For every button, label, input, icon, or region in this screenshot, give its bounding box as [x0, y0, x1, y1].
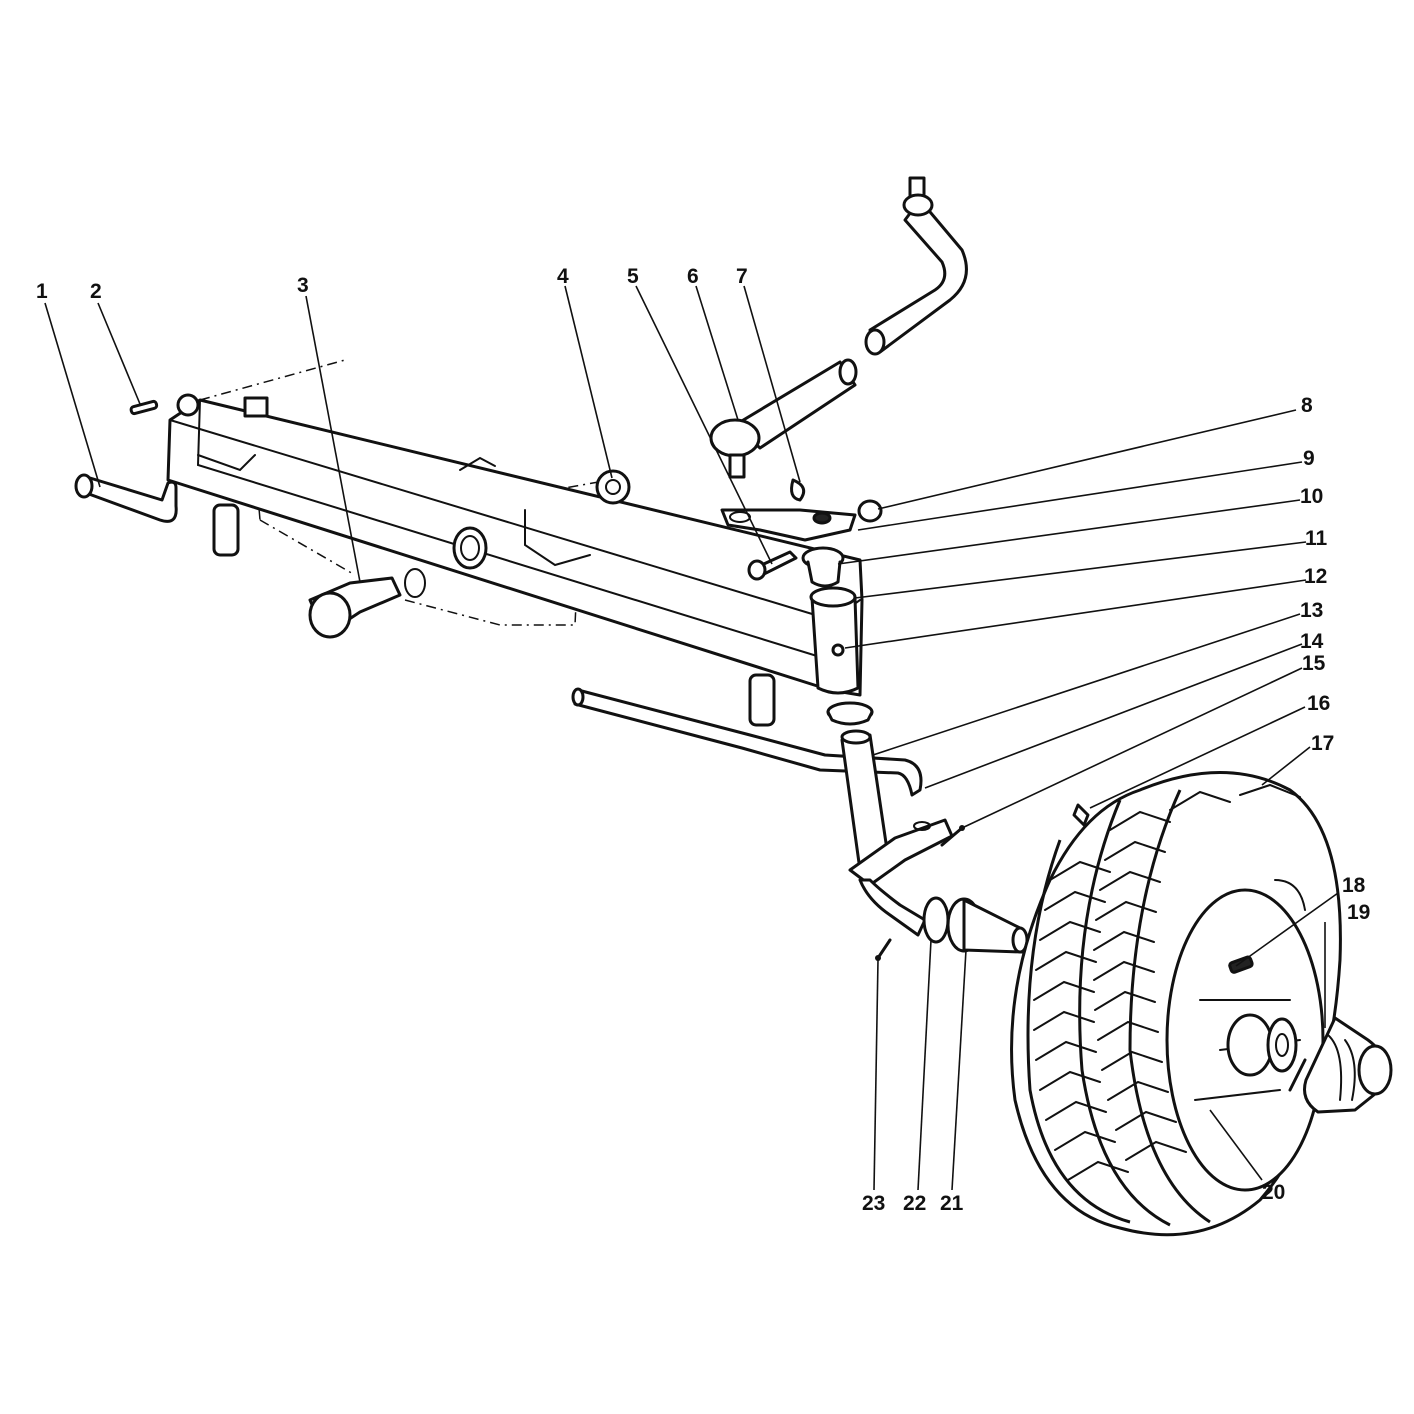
part-7-key [790, 478, 806, 502]
callout-23: 23 [862, 1192, 885, 1215]
axle-beam [166, 393, 864, 727]
callout-19: 19 [1347, 901, 1370, 924]
callout-13: 13 [1300, 599, 1323, 622]
part-3-pivot-bolt [308, 568, 426, 639]
callout-4: 4 [557, 265, 569, 288]
callout-11: 11 [1305, 527, 1328, 550]
callout-8: 8 [1301, 394, 1313, 417]
callout-12: 12 [1304, 565, 1327, 588]
callout-9: 9 [1303, 447, 1315, 470]
callout-7: 7 [736, 265, 748, 288]
callout-22: 22 [903, 1192, 926, 1215]
part-20-wheel-rim [1165, 879, 1325, 1192]
part-19-hub-cap [1303, 1016, 1393, 1114]
callout-3: 3 [297, 274, 309, 297]
part-14-tie-rod [571, 687, 923, 797]
part-5-bolt [747, 550, 798, 581]
callout-10: 10 [1300, 485, 1323, 508]
callout-18: 18 [1342, 874, 1366, 897]
part-16-grease-fitting [1072, 803, 1090, 827]
callout-labels: 1 2 3 4 5 6 7 8 9 10 11 12 13 14 15 16 1… [36, 265, 1370, 1215]
part-13-spindle [840, 729, 954, 937]
part-21-22-washers-stub [922, 896, 1029, 954]
part-8-nut [857, 499, 883, 523]
callout-6: 6 [687, 265, 699, 288]
callout-16: 16 [1307, 692, 1330, 715]
callout-2: 2 [90, 280, 102, 303]
callout-15: 15 [1302, 652, 1326, 675]
callout-14: 14 [1300, 630, 1324, 653]
part-10-bushing [801, 546, 845, 588]
hub-washer [1266, 1017, 1307, 1092]
steering-arm [720, 508, 857, 542]
tire-tread-pattern [1033, 783, 1301, 1181]
lower-bushing [826, 701, 874, 726]
callout-17: 17 [1311, 732, 1334, 755]
callout-21: 21 [940, 1192, 964, 1215]
callout-20: 20 [1262, 1181, 1285, 1204]
part-11-spindle-tube [809, 586, 860, 695]
part-2-pin [129, 399, 159, 416]
part-4-nut [595, 469, 631, 505]
callout-5: 5 [627, 265, 639, 288]
part-23-cotter-pin [875, 938, 892, 961]
part-6-tie-rod [709, 176, 968, 479]
callout-1: 1 [36, 280, 48, 303]
part-18-valve-stem [1228, 955, 1254, 974]
leader-lines [44, 285, 1339, 1191]
